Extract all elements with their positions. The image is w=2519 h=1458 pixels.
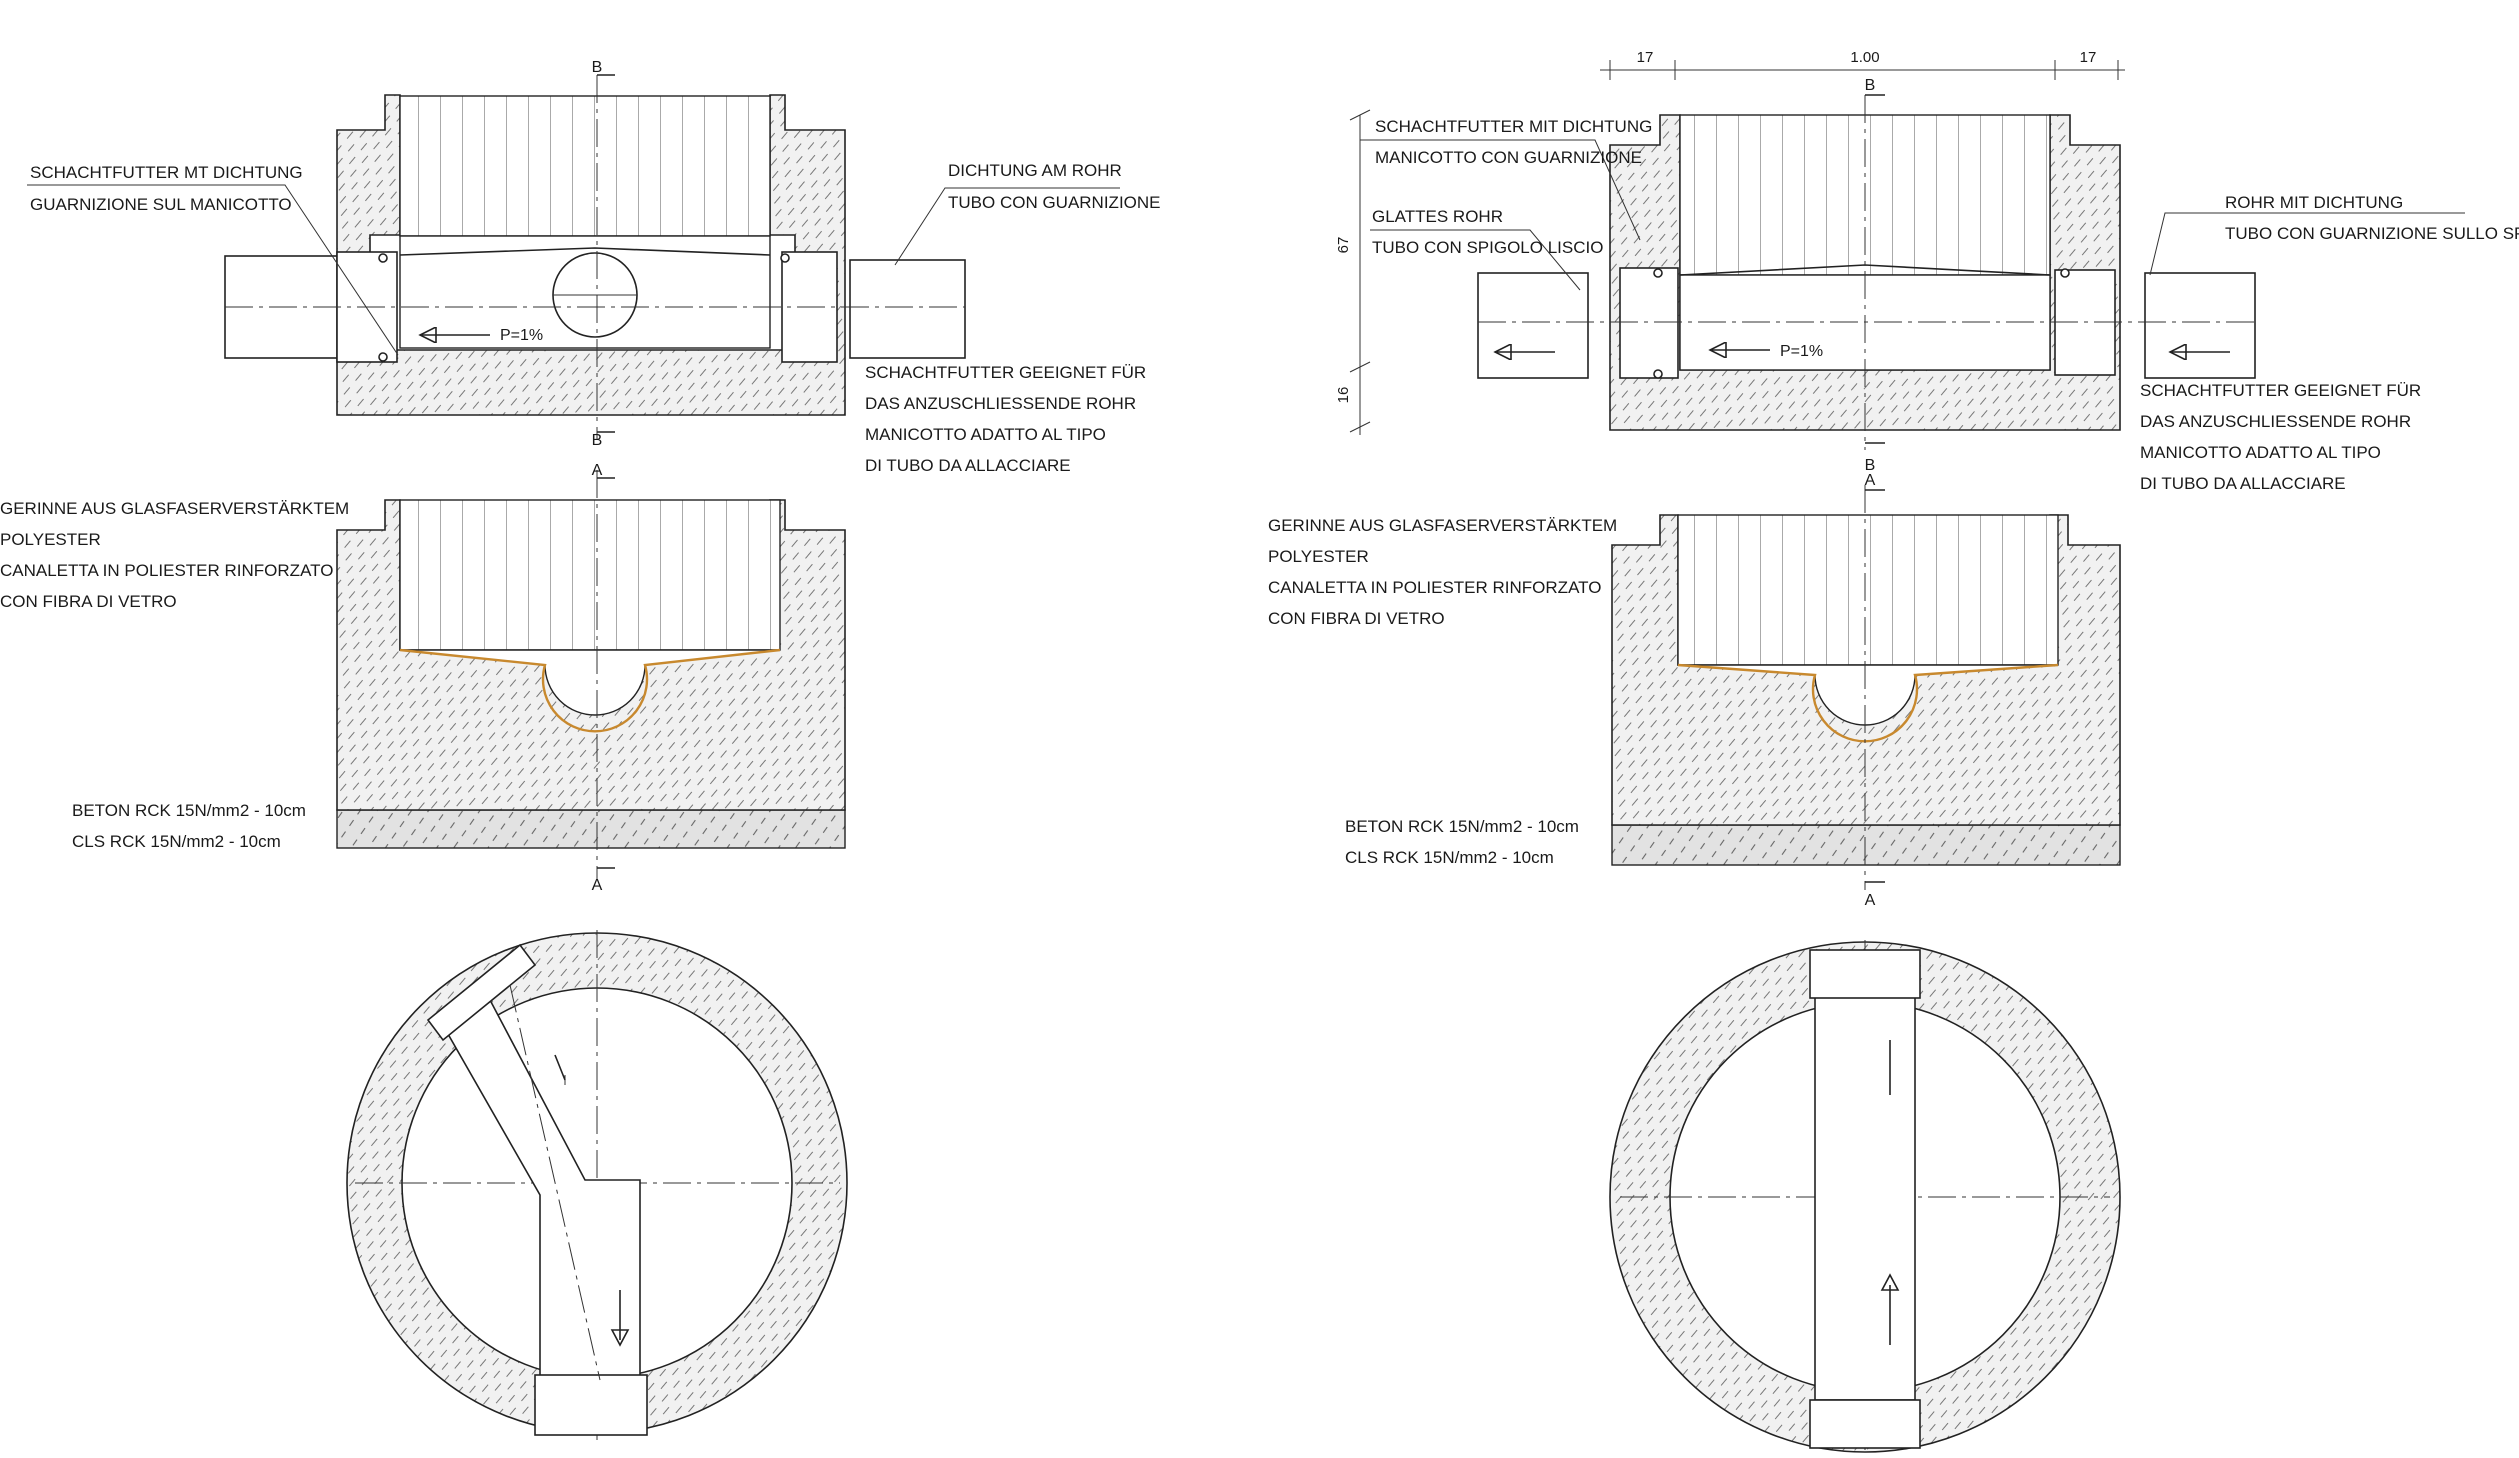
right-callout-rohr-it: TUBO CON GUARNIZIONE SULLO SPIGOLO [2225,224,2519,243]
right-mark-b-top: B [1865,77,1876,94]
right-callout-gerinne-4: CON FIBRA DI VETRO [1268,609,1445,628]
dim-width-100: 1.00 [1850,49,1879,66]
left-callout-dichtung-it: TUBO CON GUARNIZIONE [948,193,1161,212]
right-mark-b-bottom: B [1865,457,1876,474]
left-section-bb: B B P=1% [27,59,1120,449]
left-mark-b-top: B [592,59,603,76]
left-plan-view [346,930,848,1440]
left-callout-gerinne-2: POLYESTER [0,530,101,549]
right-callout-geeignet-4: DI TUBO DA ALLACCIARE [2140,474,2346,493]
left-callout-gerinne-4: CON FIBRA DI VETRO [0,592,177,611]
left-callout-schachtfutter-it: GUARNIZIONE SUL MANICOTTO [30,195,292,214]
left-callout-schachtfutter-de: SCHACHTFUTTER MT DICHTUNG [30,163,303,182]
right-callout-glattes-it: TUBO CON SPIGOLO LISCIO [1372,238,1603,257]
right-callout-geeignet-1: SCHACHTFUTTER GEEIGNET FÜR [2140,381,2421,400]
left-callout-geeignet-3: MANICOTTO ADATTO AL TIPO [865,425,1106,444]
right-callout-schachtfutter-it: MANICOTTO CON GUARNIZIONE [1375,148,1642,167]
dim-left-17: 17 [1637,49,1654,66]
left-section-aa: A A [336,462,846,894]
right-callout-rohr-de: ROHR MIT DICHTUNG [2225,193,2403,212]
left-drawing: B B P=1% A A [0,59,1161,1440]
left-slope-label: P=1% [500,327,543,344]
right-callout-beton-de: BETON RCK 15N/mm2 - 10cm [1345,817,1579,836]
left-mark-a-top: A [592,462,603,479]
right-section-aa: A A [1611,472,2121,909]
right-callout-geeignet-3: MANICOTTO ADATTO AL TIPO [2140,443,2381,462]
right-callout-gerinne-1: GERINNE AUS GLASFASERVERSTÄRKTEM [1268,516,1617,535]
right-callout-geeignet-2: DAS ANZUSCHLIESSENDE ROHR [2140,412,2411,431]
left-callout-gerinne-3: CANALETTA IN POLIESTER RINFORZATO [0,561,333,580]
left-mark-b-bottom: B [592,432,603,449]
right-plan-view [1609,940,2121,1453]
right-callout-gerinne-2: POLYESTER [1268,547,1369,566]
left-callout-dichtung-de: DICHTUNG AM ROHR [948,161,1122,180]
left-callout-beton-it: CLS RCK 15N/mm2 - 10cm [72,832,281,851]
left-mark-a-bottom: A [592,877,603,894]
left-callout-beton-de: BETON RCK 15N/mm2 - 10cm [72,801,306,820]
dim-right-17: 17 [2080,49,2097,66]
right-callout-beton-it: CLS RCK 15N/mm2 - 10cm [1345,848,1554,867]
right-slope-label: P=1% [1780,343,1823,360]
right-dimensions: 17 1.00 17 67 16 [1335,49,2125,435]
left-callout-gerinne-1: GERINNE AUS GLASFASERVERSTÄRKTEM [0,499,349,518]
left-callout-geeignet-2: DAS ANZUSCHLIESSENDE ROHR [865,394,1136,413]
right-callout-glattes-de: GLATTES ROHR [1372,207,1503,226]
right-section-bb: B B P=1% [1360,77,2465,474]
right-drawing: 17 1.00 17 67 16 [1268,49,2519,1453]
right-mark-a-bottom: A [1865,892,1876,909]
right-callout-gerinne-3: CANALETTA IN POLIESTER RINFORZATO [1268,578,1601,597]
dim-height-67: 67 [1335,237,1352,254]
left-callout-geeignet-1: SCHACHTFUTTER GEEIGNET FÜR [865,363,1146,382]
right-callout-schachtfutter-de: SCHACHTFUTTER MIT DICHTUNG [1375,117,1652,136]
left-callout-geeignet-4: DI TUBO DA ALLACCIARE [865,456,1071,475]
right-mark-a-top: A [1865,472,1876,489]
dim-height-16: 16 [1335,387,1352,404]
